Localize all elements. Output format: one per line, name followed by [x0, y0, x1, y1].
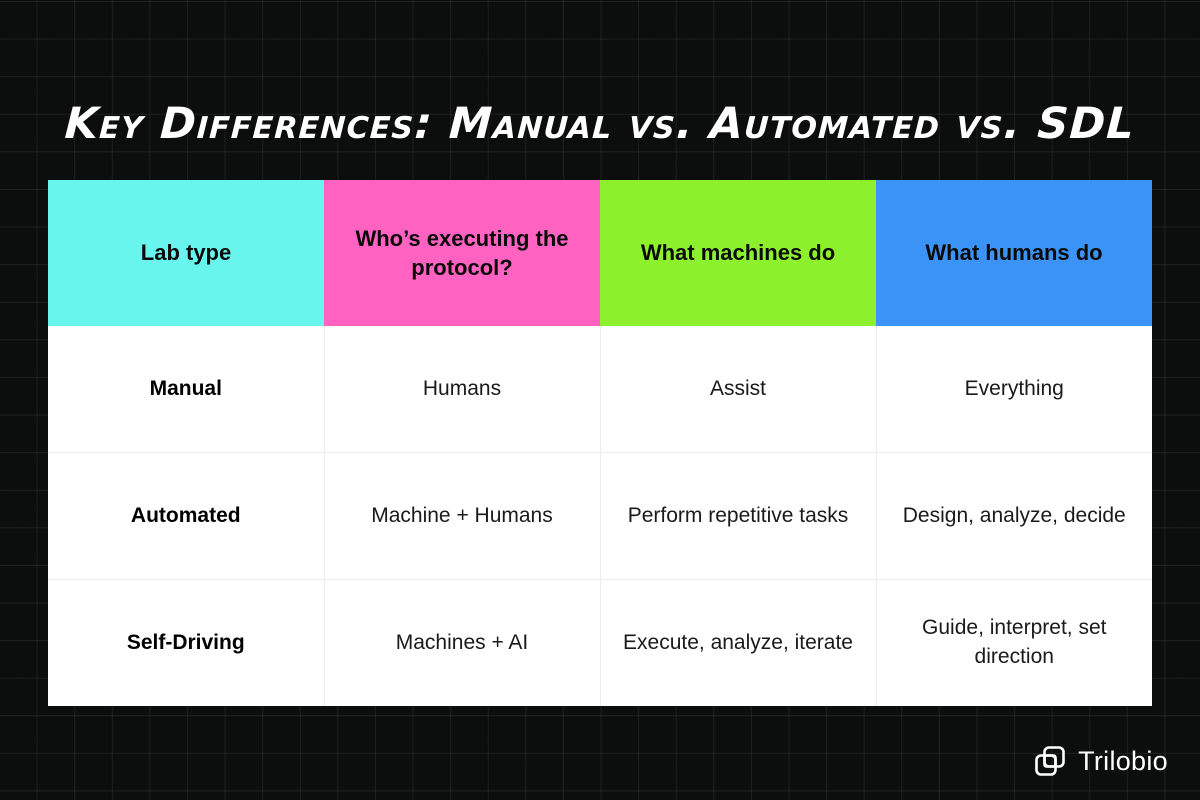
cell-lab-type-automated: Automated — [48, 452, 325, 580]
cell-who-executes-automated: Machine + Humans — [324, 452, 601, 580]
table-row: Self-Driving Machines + AI Execute, anal… — [48, 579, 1152, 706]
comparison-table: Lab type Who’s executing the protocol? W… — [48, 180, 1152, 706]
cell-who-executes-self-driving: Machines + AI — [324, 579, 601, 706]
cell-who-executes-manual: Humans — [324, 326, 601, 453]
table-row: Automated Machine + Humans Perform repet… — [48, 452, 1152, 580]
column-header-machines-do: What machines do — [600, 180, 876, 326]
cell-machines-do-self-driving: Execute, analyze, iterate — [600, 579, 877, 706]
cell-humans-do-automated: Design, analyze, decide — [876, 452, 1152, 580]
table-header-row: Lab type Who’s executing the protocol? W… — [48, 180, 1152, 326]
cell-humans-do-manual: Everything — [876, 326, 1152, 453]
brand-name: Trilobio — [1078, 745, 1168, 776]
column-header-who-executes: Who’s executing the protocol? — [324, 180, 600, 326]
cell-humans-do-self-driving: Guide, interpret, set direction — [876, 579, 1152, 706]
cell-lab-type-self-driving: Self-Driving — [48, 579, 325, 706]
column-header-humans-do: What humans do — [876, 180, 1152, 326]
table-row: Manual Humans Assist Everything — [48, 326, 1152, 453]
cell-machines-do-automated: Perform repetitive tasks — [600, 452, 877, 580]
column-header-lab-type: Lab type — [48, 180, 324, 326]
cell-lab-type-manual: Manual — [48, 326, 325, 453]
page-title: Key Differences: Manual vs. Automated vs… — [63, 98, 1137, 149]
cell-machines-do-manual: Assist — [600, 326, 877, 453]
brand-logo: Trilobio — [1033, 744, 1168, 778]
overlapping-squares-icon — [1033, 744, 1067, 778]
